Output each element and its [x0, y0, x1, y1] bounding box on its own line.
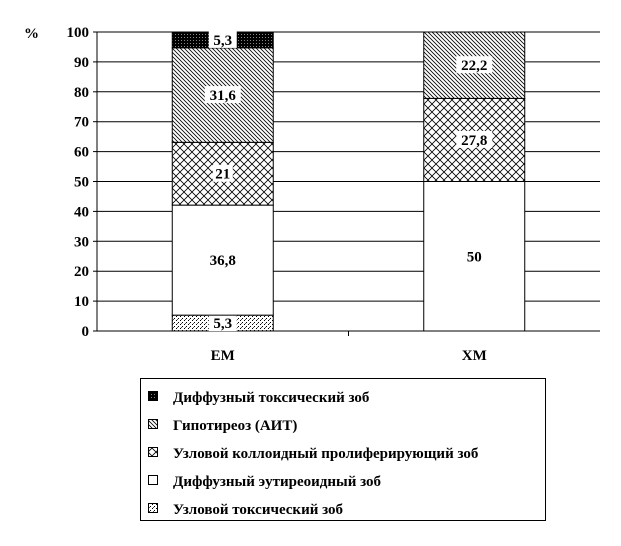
y-tick-label: 10: [74, 294, 89, 310]
legend-label: Гипотиреоз (АИТ): [173, 418, 297, 434]
data-label: 21: [215, 167, 230, 183]
y-tick-label: 50: [74, 175, 89, 191]
data-label-bg: [208, 314, 237, 332]
data-label: 27,8: [461, 133, 487, 149]
y-tick-label: 70: [74, 115, 89, 131]
data-label-bg: [204, 251, 241, 269]
data-label-bg: [204, 86, 241, 104]
legend-swatch: [148, 419, 158, 429]
y-tick-label: 60: [74, 145, 89, 161]
data-label-bg: [212, 164, 233, 182]
data-label: 31,6: [210, 88, 237, 104]
y-tick-label: 0: [82, 324, 90, 340]
legend-box: [140, 378, 546, 521]
legend-swatch: [148, 391, 158, 401]
data-label-bg: [464, 247, 485, 265]
legend-label: Узловой коллоидный пролиферирующий зоб: [173, 446, 478, 462]
legend-swatch: [148, 503, 158, 513]
data-label: 36,8: [210, 253, 236, 269]
data-label: 5,3: [213, 33, 232, 49]
data-label-bg: [456, 56, 493, 74]
legend-swatch: [148, 447, 158, 457]
y-axis-label: %: [24, 26, 39, 42]
data-label: 5,3: [213, 316, 232, 332]
axes: 0 10 20 30 40 50 60 70 80 90 100% EM XM: [24, 25, 600, 364]
data-label-bg: [208, 30, 237, 48]
data-label: 22,2: [461, 58, 487, 74]
legend-label: Диффузный токсический зоб: [173, 390, 369, 406]
x-tick-label: EM: [211, 348, 235, 364]
x-tick-label: XM: [462, 348, 487, 364]
y-tick-label: 20: [74, 264, 89, 280]
legend-swatch: [148, 475, 158, 485]
legend-label: Узловой токсический зоб: [173, 502, 343, 518]
y-tick-label: 100: [67, 25, 90, 41]
y-tick-label: 30: [74, 234, 89, 250]
y-tick-label: 80: [74, 85, 89, 101]
data-label-bg: [456, 130, 493, 148]
bars: 5,3 36,8 21 31,6 5,3 50 27,8 22,2: [171, 30, 526, 332]
y-tick-label: 90: [74, 55, 89, 71]
legend-label: Диффузный эутиреоидный зоб: [173, 474, 381, 490]
data-label: 50: [467, 249, 482, 265]
y-tick-label: 40: [74, 204, 89, 220]
